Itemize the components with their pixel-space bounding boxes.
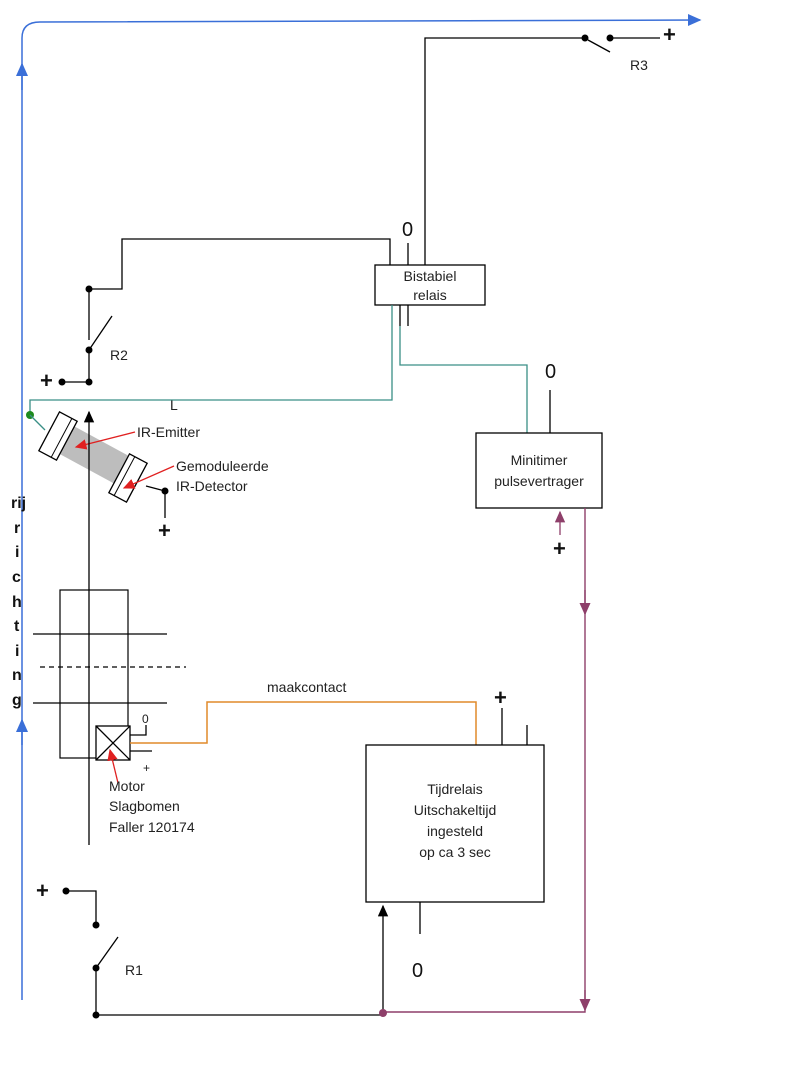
bistable-relay-box	[374, 264, 486, 306]
tijdrelais-label-line2: Uitschakeltijd	[414, 802, 496, 818]
direction-letter: rij	[11, 495, 26, 512]
r2-label: R2	[110, 347, 128, 363]
plus-sign: +	[143, 761, 150, 775]
bistable-label-line1: Bistabiel	[404, 268, 457, 284]
motor-symbol	[95, 725, 152, 761]
relay-switch-r1	[62, 887, 383, 1019]
plus-sign: +	[553, 536, 566, 561]
direction-letter: g	[12, 692, 22, 709]
direction-letter: r	[14, 520, 20, 537]
ir-emitter-label: IR-Emitter	[137, 424, 200, 440]
label-l: L	[170, 397, 178, 413]
tijdrelais-label-line4: op ca 3 sec	[419, 844, 491, 860]
bistable-label-line2: relais	[413, 287, 446, 303]
relay-switch-r2	[58, 238, 391, 386]
motor-label-line1: Motor	[109, 778, 145, 794]
plus-sign: +	[158, 518, 171, 543]
tijdrelais-label-line1: Tijdrelais	[427, 781, 483, 797]
zero-label: 0	[142, 712, 149, 726]
red-pointer-detector	[122, 465, 175, 489]
ir-detector-label-line1: Gemoduleerde	[176, 458, 269, 474]
relay-switch-r3	[424, 34, 660, 265]
motor-label-line2: Slagbomen	[109, 798, 180, 814]
minitimer-label-line2: pulsevertrager	[494, 473, 584, 489]
ir-detector-label-line2: IR-Detector	[176, 478, 248, 494]
zero-label: 0	[545, 361, 556, 383]
tijdrelais-box	[365, 744, 545, 903]
minitimer-box	[475, 432, 603, 509]
direction-letter: i	[15, 643, 19, 660]
zero-label: 0	[402, 219, 413, 241]
direction-letter: h	[12, 594, 22, 611]
plus-sign: +	[494, 685, 507, 710]
purple-wire	[383, 508, 586, 1013]
direction-letter: i	[15, 544, 19, 561]
maakcontact-label: maakcontact	[267, 679, 346, 695]
r1-label: R1	[125, 962, 143, 978]
r3-label: R3	[630, 57, 648, 73]
teal-wire-emitter	[29, 305, 393, 415]
plus-sign: +	[663, 22, 676, 47]
maakcontact-wire	[130, 701, 477, 745]
red-pointer-motor	[107, 748, 119, 784]
teal-wire-emitter-lead	[29, 414, 46, 431]
minitimer-label-line1: Minitimer	[511, 452, 568, 468]
direction-letter: c	[12, 569, 21, 586]
red-pointer-emitter	[74, 431, 136, 450]
direction-line	[21, 14, 702, 1000]
zero-label: 0	[412, 960, 423, 982]
purple-junction-dot	[379, 1009, 387, 1017]
plus-sign: +	[36, 878, 49, 903]
ir-emitter	[37, 411, 79, 461]
teal-wire-minitimer	[399, 326, 528, 433]
motor-label-line3: Faller 120174	[109, 819, 195, 835]
direction-letter: t	[14, 618, 20, 635]
plus-sign: +	[40, 368, 53, 393]
barrier-crossing	[33, 589, 186, 759]
direction-letter: n	[12, 667, 22, 684]
tijdrelais-label-line3: ingesteld	[427, 823, 483, 839]
